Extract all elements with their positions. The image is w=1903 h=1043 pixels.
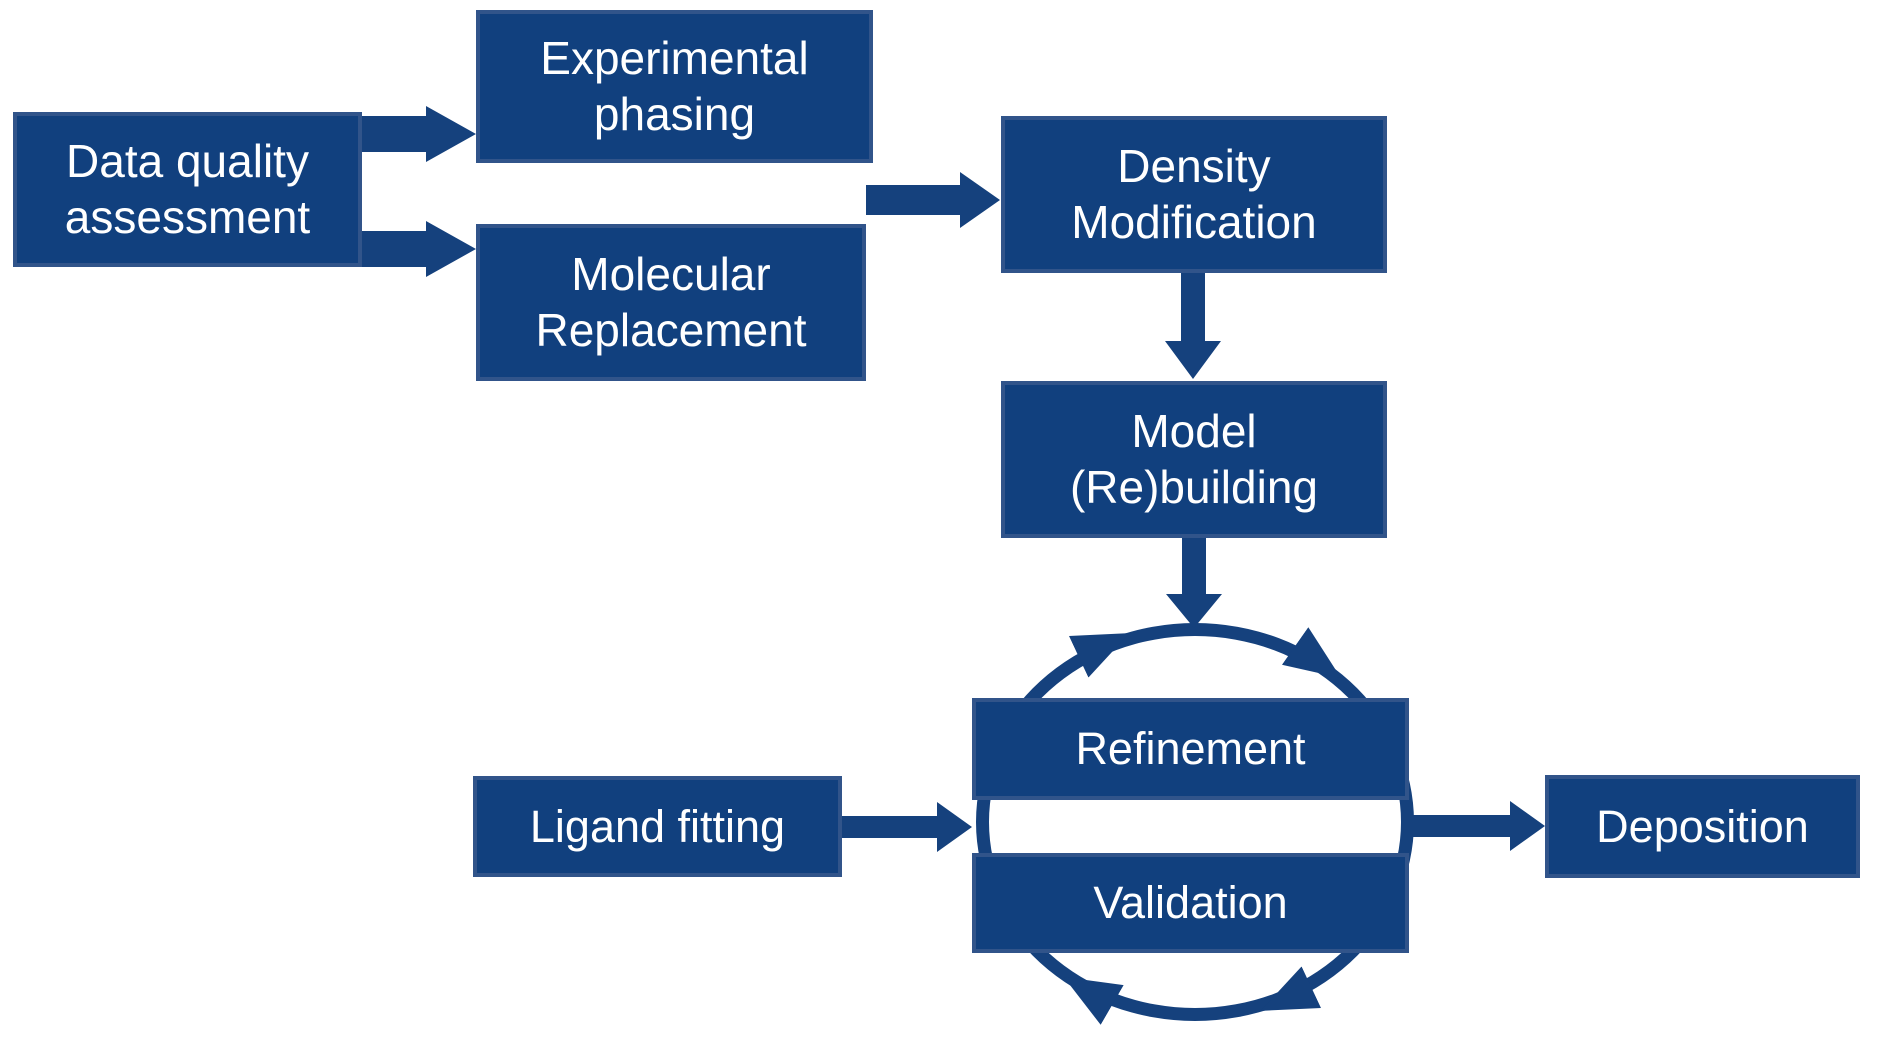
node-label-line: Density <box>1117 140 1271 193</box>
arrow-model-rebuilding-to-cycle-icon <box>1166 538 1222 628</box>
node-model-rebuilding: Model (Re)building <box>1001 381 1387 538</box>
node-label-line: Data quality <box>66 135 309 188</box>
arrow-phasing-to-density-modification-icon <box>866 172 1000 228</box>
arrow-cycle-to-deposition-icon <box>1410 801 1545 851</box>
node-label-line: phasing <box>593 87 756 140</box>
node-density-modification: Density Modification <box>1001 116 1387 273</box>
node-label-line: (Re)building <box>1069 460 1318 513</box>
node-label-line: Replacement <box>535 303 807 356</box>
node-label-line: Ligand fitting <box>529 800 786 852</box>
node-deposition: Deposition <box>1545 775 1860 878</box>
node-label-line: Modification <box>1071 195 1317 248</box>
node-experimental-phasing: Experimental phasing <box>476 10 873 163</box>
node-data-quality-assessment: Data quality assessment <box>13 112 362 267</box>
arrow-density-modification-to-model-rebuilding-icon <box>1165 273 1221 379</box>
node-label-line: Model <box>1131 405 1257 458</box>
node-label-line: Deposition <box>1596 800 1809 852</box>
node-molecular-replacement: Molecular Replacement <box>476 224 866 381</box>
arrow-dqa-to-molecular-replacement-icon <box>362 221 476 277</box>
arrow-ligand-fitting-to-cycle-icon <box>842 802 972 852</box>
node-validation: Validation <box>972 853 1409 953</box>
node-label-line: Refinement <box>1075 723 1306 774</box>
node-label-line: Validation <box>1093 877 1288 928</box>
node-label-line: assessment <box>64 190 311 243</box>
node-refinement: Refinement <box>972 698 1409 800</box>
refinement-validation-cycle-circle <box>976 623 1414 1021</box>
arrow-dqa-to-experimental-phasing-icon <box>362 106 476 162</box>
node-label-line: Experimental <box>540 32 809 85</box>
node-ligand-fitting: Ligand fitting <box>473 776 842 877</box>
node-label-line: Molecular <box>571 248 771 301</box>
